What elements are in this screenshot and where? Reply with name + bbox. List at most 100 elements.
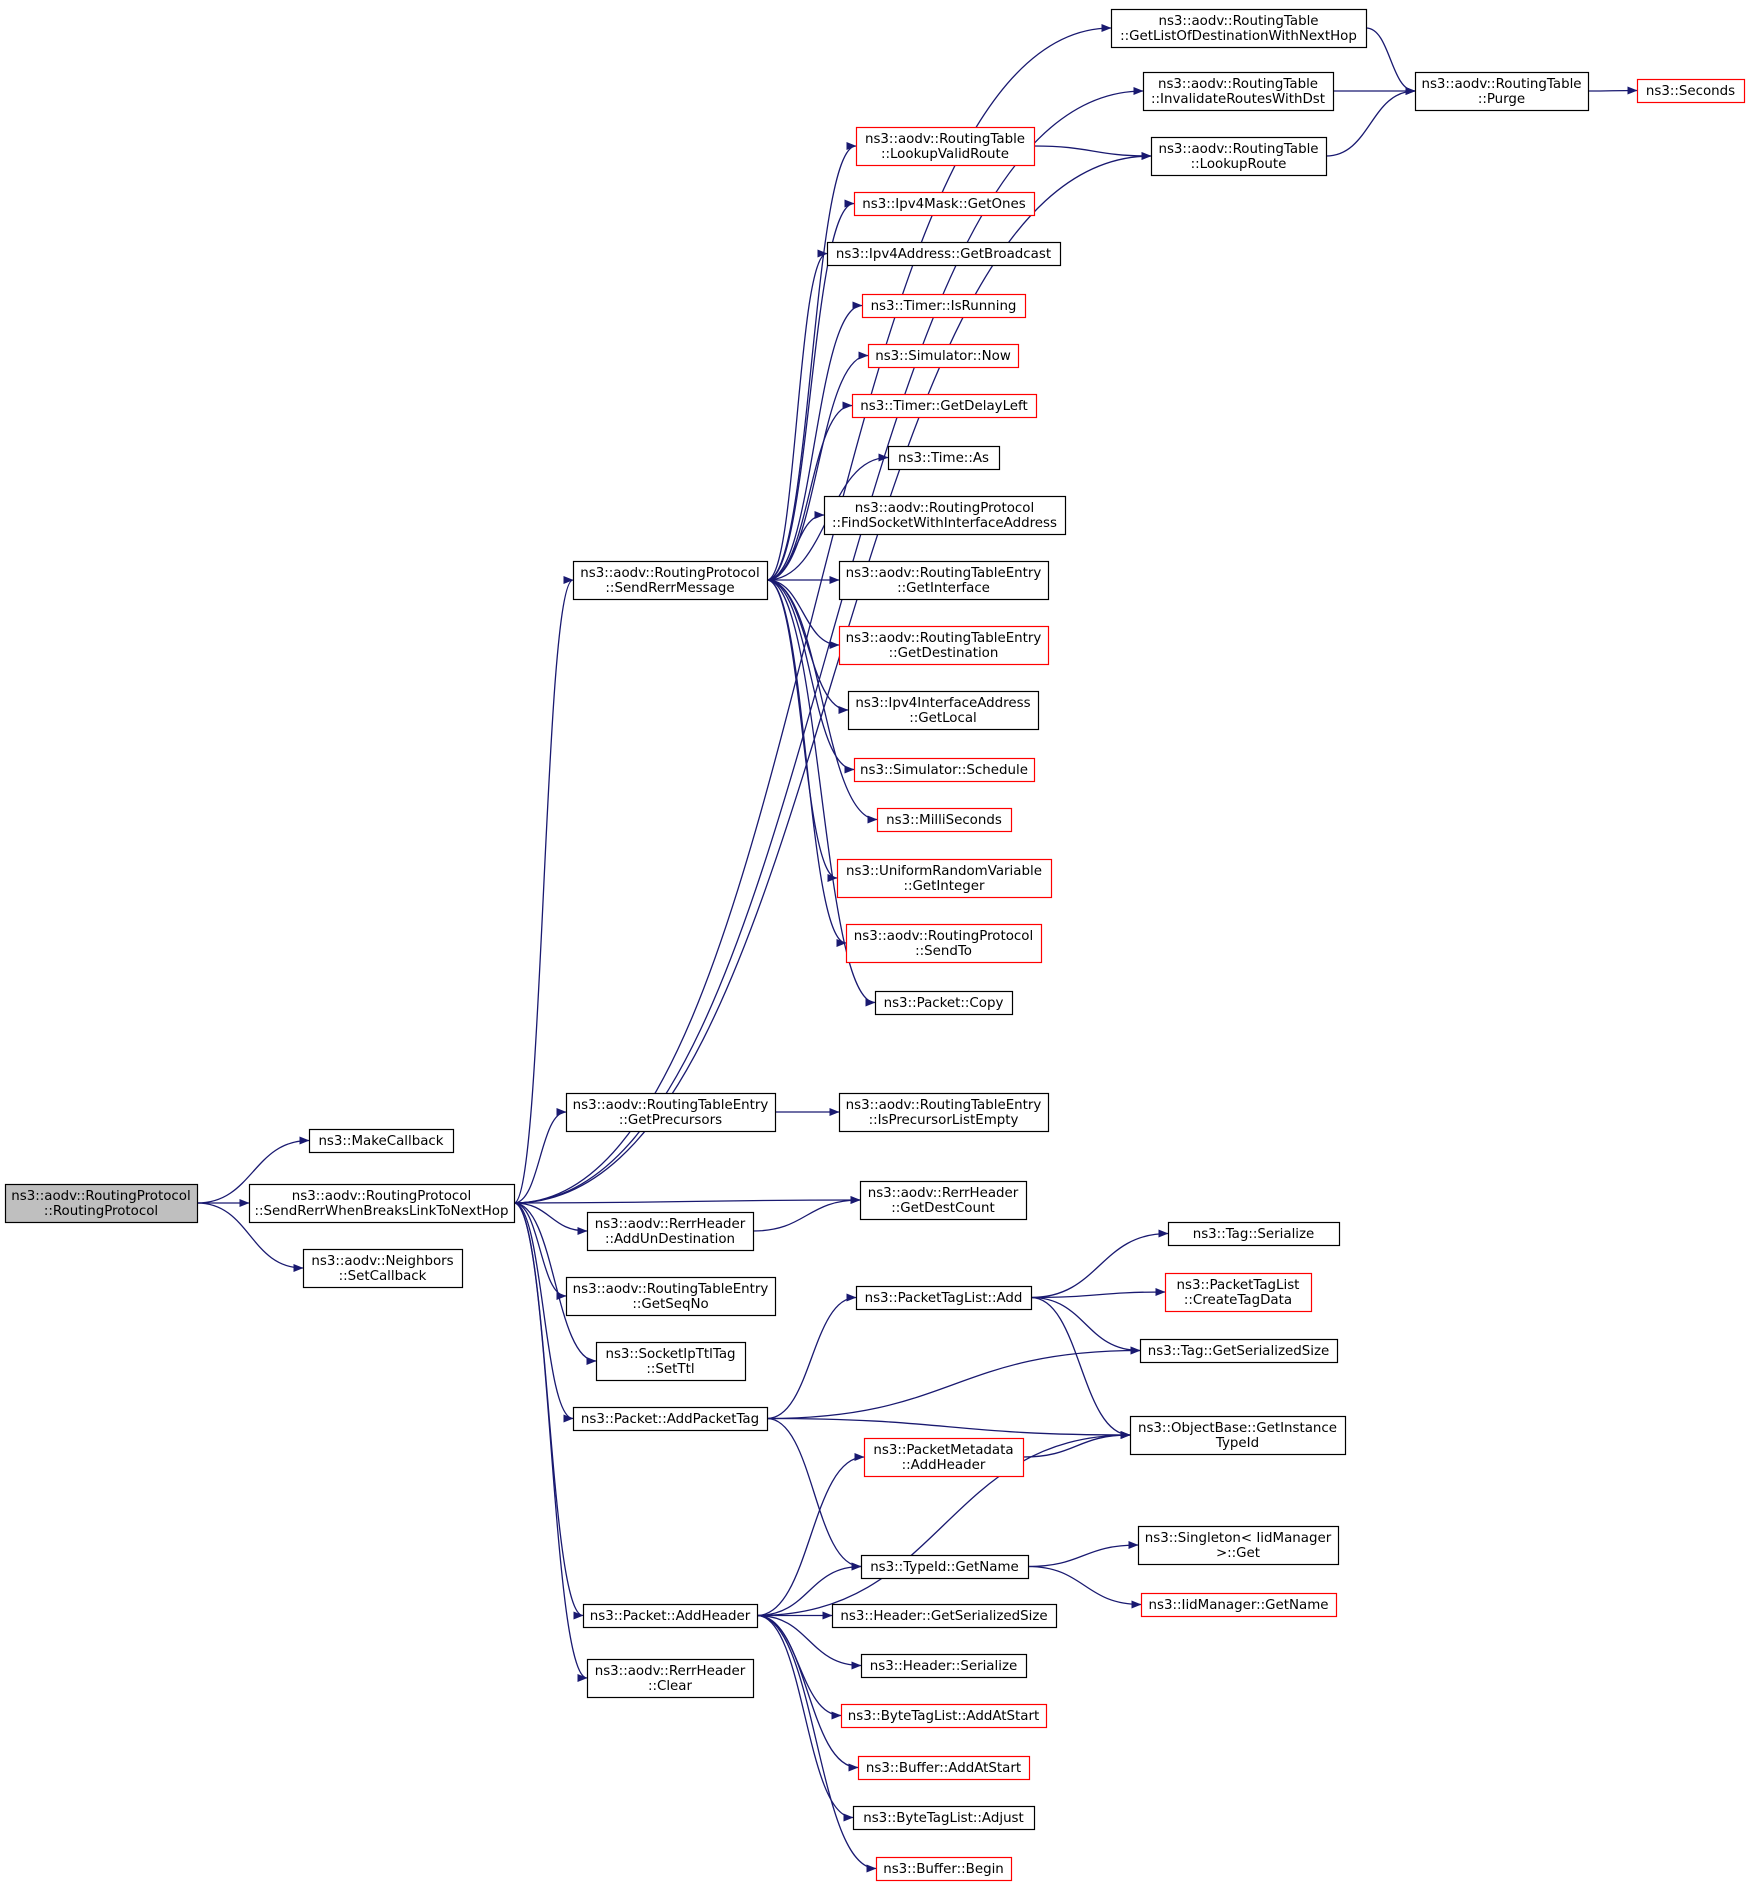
- node-box[interactable]: [860, 1653, 1028, 1679]
- node-box[interactable]: [867, 343, 1020, 369]
- node-box[interactable]: [831, 1603, 1058, 1629]
- node-getinterface[interactable]: ns3::aodv::RoutingTableEntry::GetInterfa…: [838, 560, 1050, 601]
- node-timeas[interactable]: ns3::Time::As: [887, 445, 1001, 471]
- node-box[interactable]: [586, 1211, 755, 1252]
- node-metaaddheader[interactable]: ns3::PacketMetadata::AddHeader: [863, 1437, 1025, 1478]
- node-invalidate[interactable]: ns3::aodv::RoutingTable::InvalidateRoute…: [1142, 71, 1335, 112]
- node-box[interactable]: [4, 1183, 199, 1224]
- node-box[interactable]: [1164, 1272, 1313, 1313]
- node-box[interactable]: [838, 560, 1050, 601]
- node-box[interactable]: [863, 1437, 1025, 1478]
- node-box[interactable]: [1150, 136, 1328, 177]
- node-lookuproute[interactable]: ns3::aodv::RoutingTable::LookupRoute: [1150, 136, 1328, 177]
- node-bufferbegin[interactable]: ns3::Buffer::Begin: [875, 1856, 1013, 1882]
- node-box[interactable]: [855, 1285, 1033, 1311]
- node-box[interactable]: [1142, 71, 1335, 112]
- node-getseqno[interactable]: ns3::aodv::RoutingTableEntry::GetSeqNo: [565, 1276, 777, 1317]
- node-findsocket[interactable]: ns3::aodv::RoutingProtocol::FindSocketWi…: [823, 495, 1067, 536]
- node-box[interactable]: [826, 241, 1062, 267]
- node-milliseconds[interactable]: ns3::MilliSeconds: [876, 807, 1013, 833]
- node-box[interactable]: [308, 1128, 455, 1154]
- node-sendrerrmsg[interactable]: ns3::aodv::RoutingProtocol::SendRerrMess…: [572, 560, 769, 601]
- node-getprecursors[interactable]: ns3::aodv::RoutingTableEntry::GetPrecurs…: [565, 1092, 777, 1133]
- node-box[interactable]: [302, 1248, 464, 1289]
- node-getlocal[interactable]: ns3::Ipv4InterfaceAddress::GetLocal: [847, 690, 1040, 731]
- node-seconds[interactable]: ns3::Seconds: [1636, 78, 1746, 104]
- node-getdestcount[interactable]: ns3::aodv::RerrHeader::GetDestCount: [859, 1180, 1028, 1221]
- node-addundest[interactable]: ns3::aodv::RerrHeader::AddUnDestination: [586, 1211, 755, 1252]
- node-box[interactable]: [572, 1406, 769, 1432]
- node-box[interactable]: [1414, 71, 1590, 112]
- node-box[interactable]: [857, 1755, 1031, 1781]
- node-box[interactable]: [845, 923, 1043, 964]
- node-getinteger[interactable]: ns3::UniformRandomVariable::GetInteger: [836, 858, 1053, 899]
- node-box[interactable]: [1129, 1415, 1347, 1456]
- node-box[interactable]: [836, 858, 1053, 899]
- node-simnow[interactable]: ns3::Simulator::Now: [867, 343, 1020, 369]
- node-box[interactable]: [1140, 1592, 1338, 1618]
- node-box[interactable]: [852, 1805, 1036, 1831]
- node-box[interactable]: [565, 1092, 777, 1133]
- node-root[interactable]: ns3::aodv::RoutingProtocol::RoutingProto…: [4, 1183, 199, 1224]
- node-box[interactable]: [874, 990, 1014, 1016]
- node-tagserialize[interactable]: ns3::Tag::Serialize: [1167, 1221, 1341, 1247]
- node-box[interactable]: [853, 757, 1036, 783]
- node-createtagdata[interactable]: ns3::PacketTagList::CreateTagData: [1164, 1272, 1313, 1313]
- node-box[interactable]: [860, 1554, 1030, 1580]
- node-nbsetcb[interactable]: ns3::aodv::Neighbors::SetCallback: [302, 1248, 464, 1289]
- node-typeidgetname[interactable]: ns3::TypeId::GetName: [860, 1554, 1030, 1580]
- node-box[interactable]: [582, 1603, 759, 1629]
- node-box[interactable]: [1167, 1221, 1341, 1247]
- node-taggetsize[interactable]: ns3::Tag::GetSerializedSize: [1139, 1338, 1339, 1364]
- node-box[interactable]: [1636, 78, 1746, 104]
- node-isrunning[interactable]: ns3::Timer::IsRunning: [861, 293, 1027, 319]
- node-setttl[interactable]: ns3::SocketIpTtlTag::SetTtl: [595, 1341, 747, 1382]
- node-box[interactable]: [875, 1856, 1013, 1882]
- node-hdrserialize[interactable]: ns3::Header::Serialize: [860, 1653, 1028, 1679]
- node-packettaglistadd[interactable]: ns3::PacketTagList::Add: [855, 1285, 1033, 1311]
- node-addheader[interactable]: ns3::Packet::AddHeader: [582, 1603, 759, 1629]
- node-getlistdest[interactable]: ns3::aodv::RoutingTable::GetListOfDestin…: [1110, 8, 1368, 49]
- node-box[interactable]: [876, 807, 1013, 833]
- node-makecb[interactable]: ns3::MakeCallback: [308, 1128, 455, 1154]
- node-box[interactable]: [851, 393, 1038, 419]
- node-sendrerrbreaks[interactable]: ns3::aodv::RoutingProtocol::SendRerrWhen…: [248, 1183, 516, 1224]
- node-bytetagaddatstart[interactable]: ns3::ByteTagList::AddAtStart: [840, 1703, 1048, 1729]
- node-box[interactable]: [855, 126, 1036, 167]
- node-box[interactable]: [1110, 8, 1368, 49]
- node-singletonget[interactable]: ns3::Singleton< IidManager>::Get: [1137, 1525, 1340, 1566]
- node-schedule[interactable]: ns3::Simulator::Schedule: [853, 757, 1036, 783]
- node-box[interactable]: [595, 1341, 747, 1382]
- node-box[interactable]: [840, 1703, 1048, 1729]
- node-lookupvalid[interactable]: ns3::aodv::RoutingTable::LookupValidRout…: [855, 126, 1036, 167]
- node-iidgetname[interactable]: ns3::IidManager::GetName: [1140, 1592, 1338, 1618]
- node-addpackettag[interactable]: ns3::Packet::AddPacketTag: [572, 1406, 769, 1432]
- node-box[interactable]: [838, 625, 1050, 666]
- node-bytetagadjust[interactable]: ns3::ByteTagList::Adjust: [852, 1805, 1036, 1831]
- node-hdrgetsize[interactable]: ns3::Header::GetSerializedSize: [831, 1603, 1058, 1629]
- node-bufferaddatstart[interactable]: ns3::Buffer::AddAtStart: [857, 1755, 1031, 1781]
- node-getdelayleft[interactable]: ns3::Timer::GetDelayLeft: [851, 393, 1038, 419]
- node-box[interactable]: [1137, 1525, 1340, 1566]
- node-box[interactable]: [838, 1092, 1050, 1133]
- node-box[interactable]: [1139, 1338, 1339, 1364]
- node-box[interactable]: [853, 191, 1036, 217]
- node-isprecursorempty[interactable]: ns3::aodv::RoutingTableEntry::IsPrecurso…: [838, 1092, 1050, 1133]
- node-getones[interactable]: ns3::Ipv4Mask::GetOnes: [853, 191, 1036, 217]
- node-box[interactable]: [823, 495, 1067, 536]
- node-packetcopy[interactable]: ns3::Packet::Copy: [874, 990, 1014, 1016]
- node-rerrclear[interactable]: ns3::aodv::RerrHeader::Clear: [586, 1658, 755, 1699]
- node-purge[interactable]: ns3::aodv::RoutingTable::Purge: [1414, 71, 1590, 112]
- node-box[interactable]: [861, 293, 1027, 319]
- node-box[interactable]: [859, 1180, 1028, 1221]
- node-getdestination[interactable]: ns3::aodv::RoutingTableEntry::GetDestina…: [838, 625, 1050, 666]
- node-box[interactable]: [586, 1658, 755, 1699]
- node-box[interactable]: [248, 1183, 516, 1224]
- node-box[interactable]: [565, 1276, 777, 1317]
- node-getbroadcast[interactable]: ns3::Ipv4Address::GetBroadcast: [826, 241, 1062, 267]
- node-box[interactable]: [572, 560, 769, 601]
- node-sendto[interactable]: ns3::aodv::RoutingProtocol::SendTo: [845, 923, 1043, 964]
- node-box[interactable]: [887, 445, 1001, 471]
- node-box[interactable]: [847, 690, 1040, 731]
